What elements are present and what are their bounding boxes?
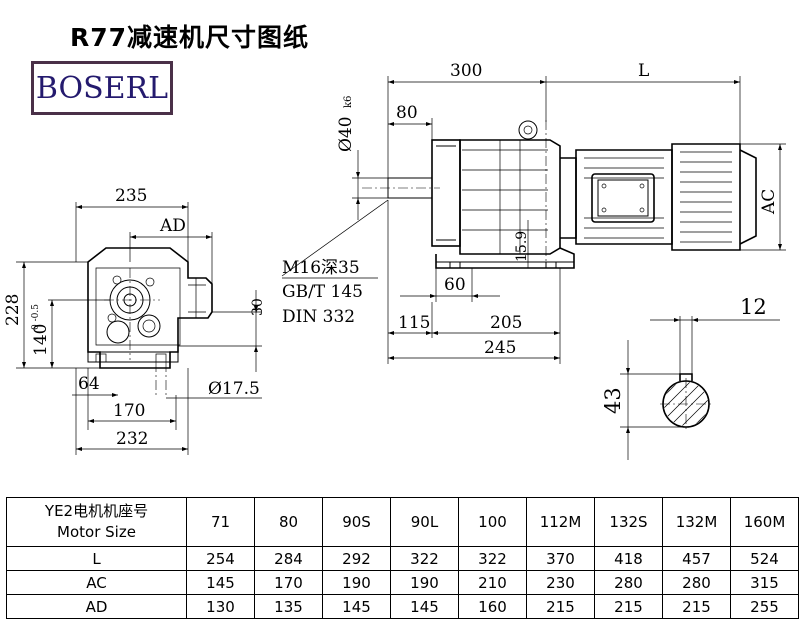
table-header-row: YE2电机机座号 Motor Size 71 80 90S 90L 100 11… — [6, 497, 799, 547]
dim-key-width: 12 — [740, 295, 767, 319]
table-column-header: 90S — [322, 497, 391, 547]
table-cell: 255 — [730, 594, 799, 619]
table-cell: 280 — [662, 570, 731, 595]
dim-key-height: 43 — [601, 387, 625, 414]
thread-note: M16深35 — [282, 258, 360, 278]
table-cell: 322 — [458, 546, 527, 571]
row-label: AC — [6, 570, 187, 595]
table-cell: 215 — [526, 594, 595, 619]
header-label-en: Motor Size — [57, 523, 136, 541]
standard-gb: GB/T 145 — [282, 282, 363, 302]
dim-30: 30 — [250, 298, 266, 316]
table-column-header: 90L — [390, 497, 459, 547]
dim-60: 60 — [444, 275, 466, 295]
row-label: AD — [6, 594, 187, 619]
dim-L: L — [638, 61, 649, 81]
table-column-header: 80 — [254, 497, 323, 547]
table-cell: 190 — [322, 570, 391, 595]
drawing-title: R77减速机尺寸图纸 — [70, 23, 310, 52]
dim-205: 205 — [490, 313, 522, 333]
dim-115: 115 — [398, 313, 430, 333]
table-cell: 215 — [594, 594, 663, 619]
dim-140: 140 — [31, 324, 51, 356]
side-dimensions: 300 L 80 Ø40 k6 AC 15.9 — [281, 61, 786, 364]
front-dimensions: 235 AD 228 140 0 -0.5 30 — [3, 186, 266, 455]
dim-170: 170 — [113, 401, 145, 421]
table-column-header: 132S — [594, 497, 663, 547]
dim-shaft-tol: k6 — [343, 96, 354, 108]
table-cell: 457 — [662, 546, 731, 571]
table-cell: 145 — [322, 594, 391, 619]
side-view — [362, 120, 757, 269]
header-label-cn: YE2电机机座号 — [44, 502, 149, 520]
table-cell: 145 — [390, 594, 459, 619]
table-row-ad: AD 130 135 145 145 160 215 215 215 255 — [6, 594, 799, 619]
table-cell: 524 — [730, 546, 799, 571]
dim-80: 80 — [396, 103, 418, 123]
table-cell: 370 — [526, 546, 595, 571]
technical-drawing: 235 AD 228 140 0 -0.5 30 — [3, 61, 786, 460]
brand-logo: BOSERL — [31, 61, 173, 115]
shaft-section — [660, 373, 712, 432]
table-cell: 230 — [526, 570, 595, 595]
dim-300: 300 — [450, 61, 482, 81]
dim-hole-dia: Ø17.5 — [208, 379, 260, 399]
dim-ad-front: AD — [159, 216, 186, 236]
table-column-header: 160M — [730, 497, 799, 547]
table-column-header: 132M — [662, 497, 731, 547]
table-cell: 315 — [730, 570, 799, 595]
table-cell: 145 — [186, 570, 255, 595]
table-cell: 190 — [390, 570, 459, 595]
dim-232: 232 — [116, 429, 148, 449]
table-cell: 254 — [186, 546, 255, 571]
dim-15-9: 15.9 — [514, 231, 530, 262]
table-cell: 135 — [254, 594, 323, 619]
table-cell: 322 — [390, 546, 459, 571]
motor-size-table: YE2电机机座号 Motor Size 71 80 90S 90L 100 11… — [6, 497, 799, 619]
dim-shaft-dia: Ø40 — [336, 116, 356, 152]
table-row-l: L 254 284 292 322 322 370 418 457 524 — [6, 546, 799, 571]
table-header-label: YE2电机机座号 Motor Size — [6, 497, 187, 547]
table-cell: 170 — [254, 570, 323, 595]
shaft-dimensions: 12 43 — [601, 295, 780, 460]
dim-235: 235 — [115, 186, 147, 206]
dim-ac-side: AC — [759, 189, 779, 215]
standard-din: DIN 332 — [282, 307, 355, 327]
table-cell: 215 — [662, 594, 731, 619]
dim-245: 245 — [484, 338, 516, 358]
table-column-header: 71 — [186, 497, 255, 547]
table-cell: 210 — [458, 570, 527, 595]
table-column-header: 100 — [458, 497, 527, 547]
table-column-header: 112M — [526, 497, 595, 547]
table-cell: 160 — [458, 594, 527, 619]
table-row-ac: AC 145 170 190 190 210 230 280 280 315 — [6, 570, 799, 595]
table-cell: 292 — [322, 546, 391, 571]
table-cell: 130 — [186, 594, 255, 619]
front-view — [87, 247, 213, 395]
dim-64: 64 — [78, 374, 100, 394]
table-cell: 280 — [594, 570, 663, 595]
table-cell: 418 — [594, 546, 663, 571]
dim-228: 228 — [3, 294, 23, 326]
row-label: L — [6, 546, 187, 571]
table-cell: 284 — [254, 546, 323, 571]
dim-140-tolerance: 0 -0.5 — [31, 304, 41, 330]
